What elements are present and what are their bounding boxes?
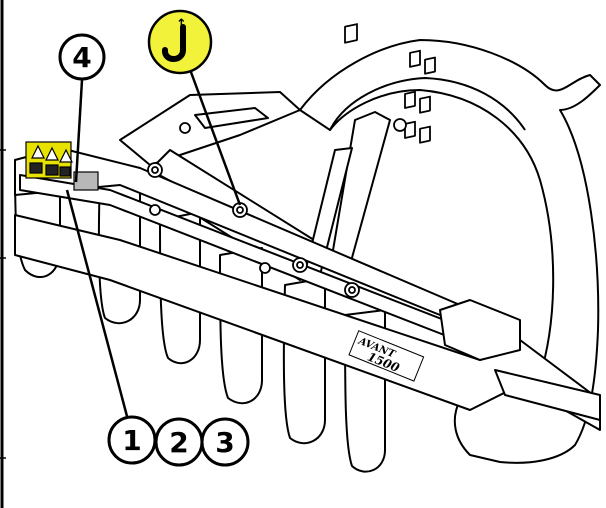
- callout-4: 4: [58, 33, 106, 81]
- callout-1-label: 1: [122, 424, 141, 457]
- callout-2: 2: [154, 417, 204, 467]
- callout-1: 1: [107, 415, 157, 465]
- hook-badge: ↑: [147, 9, 213, 75]
- grapple-bucket: [14, 23, 601, 473]
- leader-lines: [65, 63, 242, 421]
- callout-4-label: 4: [72, 41, 91, 74]
- info-decal: [73, 171, 99, 191]
- callout-3-label: 3: [215, 426, 234, 459]
- callout-3: 3: [200, 417, 250, 467]
- brand-plate: AVANT 1500: [348, 330, 425, 382]
- lifting-hook-icon: [162, 24, 186, 62]
- hook-arrow: ↑: [176, 17, 187, 32]
- back-plate-slots: [344, 23, 436, 144]
- callout-2-label: 2: [169, 426, 188, 459]
- pivot-bolts: [147, 118, 407, 298]
- safety-decals: [25, 141, 99, 191]
